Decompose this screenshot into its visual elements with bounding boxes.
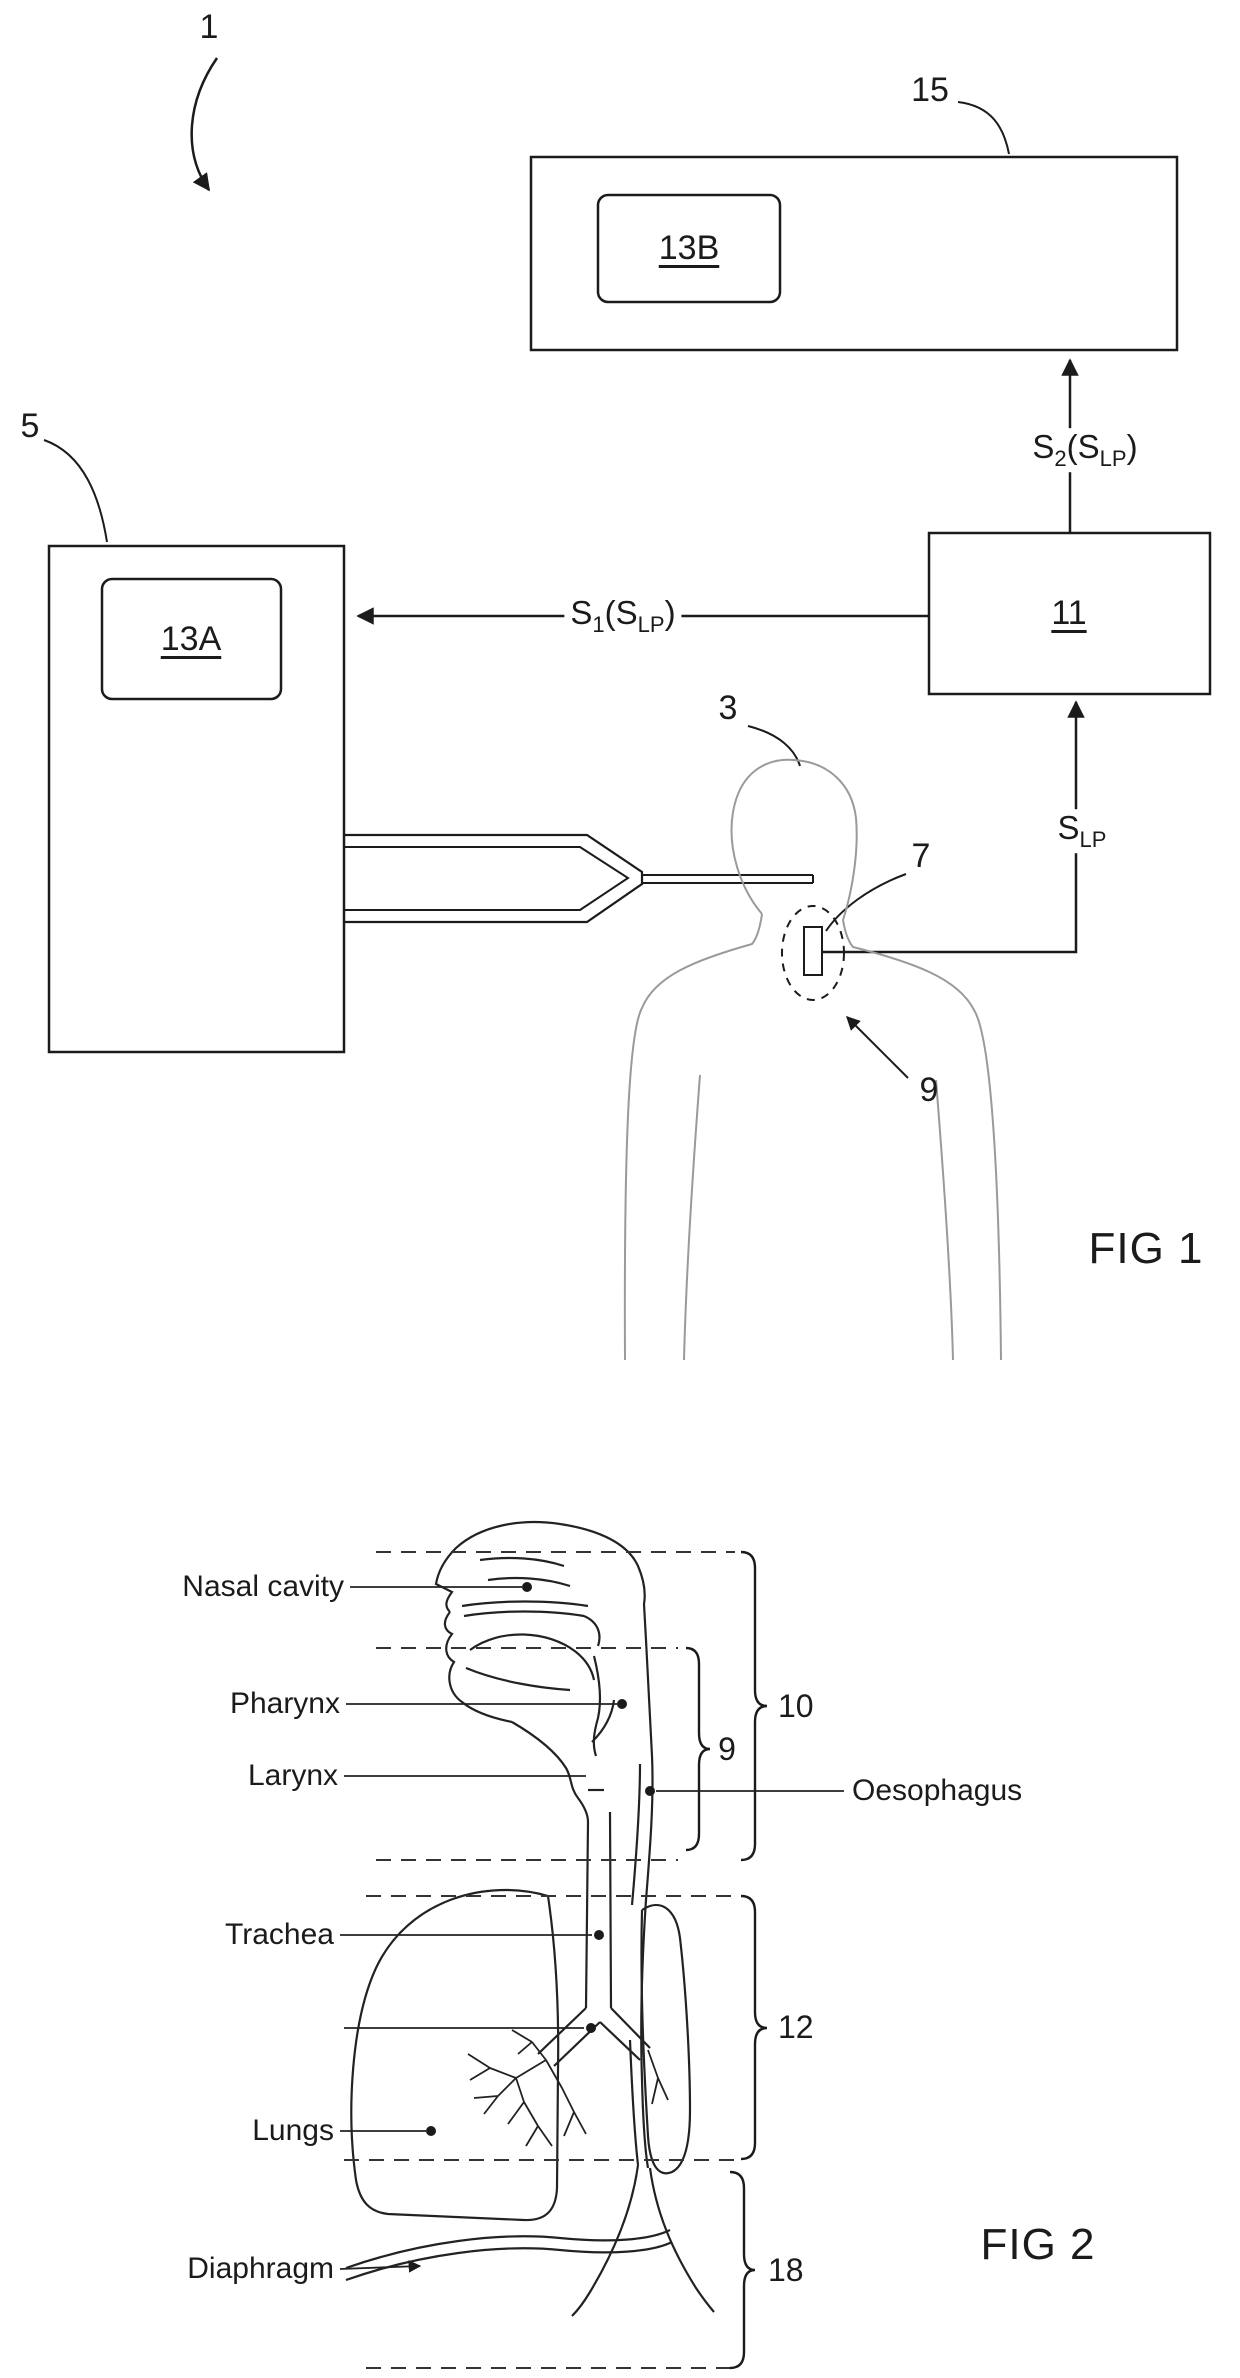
probe-inner-outline (344, 846, 630, 911)
sensor-site-dashed-ellipse (781, 905, 845, 1001)
diaphragm-label: Diaphragm (187, 2252, 334, 2285)
signal-s1-close: ) (664, 594, 676, 632)
display-13b-box (596, 193, 782, 304)
stomach-funnel (571, 2164, 715, 2317)
ref9-arrow (846, 1016, 909, 1079)
ref7-leader-line (825, 873, 907, 932)
larynx-label: Larynx (247, 1759, 338, 1792)
signal-s2-open: (S (1066, 428, 1100, 466)
nasal-cavity-dot (522, 1582, 532, 1592)
bronchus-dot (586, 2023, 596, 2033)
monitor-unit-box (47, 544, 346, 1054)
region-dashed-lines (344, 1551, 735, 2369)
system-ref-label: 1 (199, 8, 219, 46)
signal-s2-sub: 2 (1054, 445, 1067, 471)
bronchial-tree (467, 2029, 669, 2147)
signal-slp-label: SLP (1051, 809, 1113, 853)
region-braces (685, 1550, 768, 2370)
person-left-side (623, 913, 763, 1361)
left-lung-outline (350, 1888, 560, 2222)
signal-s1-label: S1(SLP) (564, 594, 682, 638)
signal-s2-argsub: LP (1099, 445, 1127, 471)
ref3-leader-line (747, 725, 801, 767)
main-bronchi (537, 2007, 651, 2067)
fig2-anatomy (345, 1521, 715, 2317)
fig1-line-art (43, 57, 1212, 1079)
person-left-arm-inner (683, 1074, 701, 1361)
nasal-conchae (479, 1556, 571, 1588)
signal-slp-base: S (1057, 809, 1080, 847)
lungs-dot (426, 2126, 436, 2136)
sensor-ref-label: 7 (911, 837, 931, 875)
person-right-arm-inner (935, 1079, 954, 1361)
pharynx-epiglottis (591, 1655, 616, 1757)
signal-s1-sub: 1 (592, 611, 605, 637)
trachea-dot (594, 1930, 604, 1940)
brace-10 (740, 1550, 768, 1862)
display-13a-box (100, 577, 283, 701)
probe-outer-outline (344, 833, 644, 924)
pharynx-dot (617, 1699, 627, 1709)
bronchial-branches (467, 2029, 669, 2147)
oesophagus-label: Oesophagus (852, 1774, 1023, 1807)
oesophagus-dot (645, 1786, 655, 1796)
system-ref-arrow (190, 57, 219, 192)
tongue (465, 1633, 596, 1692)
region-18-label: 18 (768, 2252, 804, 2288)
lips-chin-profile (443, 1611, 513, 1724)
region-10-label: 10 (778, 1688, 814, 1724)
pharynx-label: Pharynx (229, 1687, 340, 1720)
region-12-label: 12 (778, 2009, 814, 2045)
brace-9 (685, 1646, 711, 1852)
signal-s2-close: ) (1126, 428, 1138, 466)
probe-stem (642, 874, 814, 884)
fig1-caption: FIG 1 (1088, 1224, 1204, 1273)
brace-18 (729, 2170, 756, 2370)
signal-s2-label: S2(SLP) (1026, 428, 1144, 472)
remote-unit-box (529, 155, 1179, 352)
lungs-label: Lungs (252, 2114, 334, 2147)
diaphragm-line (345, 2229, 673, 2282)
signal-s1-base: S (570, 594, 593, 632)
subject-ref-label: 3 (718, 689, 738, 727)
ref15-leader-line (957, 101, 1010, 155)
monitor-unit-ref-label: 5 (20, 407, 40, 445)
ref5-leader-line (43, 439, 108, 543)
trachea-tube (584, 1811, 613, 2009)
sensor-rect (803, 926, 823, 976)
display-13b-label: 13B (658, 229, 720, 267)
signal-s1-open: (S (604, 594, 638, 632)
remote-unit-ref-label: 15 (911, 71, 949, 109)
anatomy-pointers (339, 1586, 844, 2273)
palate-uvula (461, 1600, 601, 1647)
signal-slp-arrow (823, 700, 1085, 954)
person-outline (623, 758, 1002, 1361)
neck-front-larynx (511, 1721, 590, 1823)
right-lung-outline (640, 1904, 692, 2175)
person-head (730, 758, 858, 921)
fig2-caption: FIG 2 (980, 2220, 1096, 2269)
signal-slp-sub: LP (1079, 826, 1107, 852)
sensor-site-ref-label: 9 (919, 1071, 939, 1109)
region-9-label: 9 (718, 1731, 736, 1767)
trachea-label: Trachea (225, 1918, 334, 1951)
processing-unit-label: 11 (1051, 594, 1087, 632)
pointer-dots (426, 1582, 655, 2136)
diaphragm-pointer-arrow (339, 2260, 422, 2273)
signal-s2-base: S (1032, 428, 1055, 466)
display-13a-label: 13A (160, 620, 222, 658)
brace-12 (740, 1894, 768, 2161)
nasal-cavity-label: Nasal cavity (182, 1570, 344, 1603)
nose-profile (434, 1521, 561, 1613)
nasopharynx-back-wall (559, 1522, 654, 1757)
signal-s1-argsub: LP (637, 611, 665, 637)
person-right-side (842, 919, 1002, 1361)
